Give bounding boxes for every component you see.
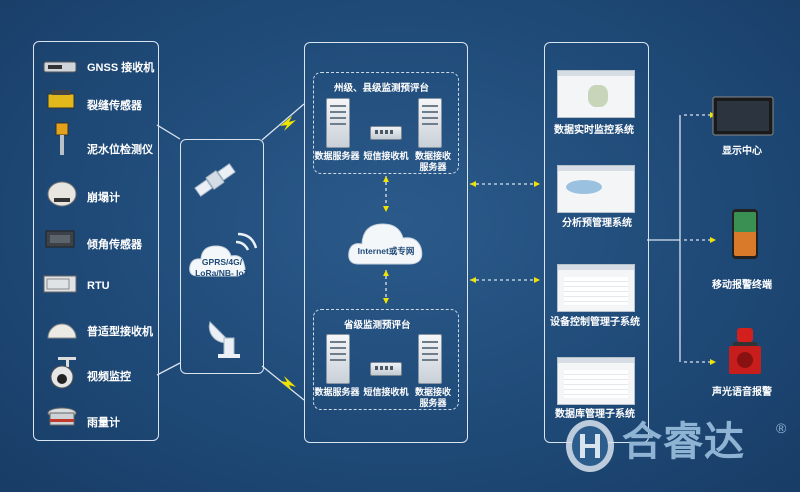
radar-tower-icon [208, 321, 240, 358]
brand-logo-icon [566, 420, 614, 472]
monitor-icon [712, 96, 774, 136]
cloud-signal-icon [189, 232, 258, 277]
device-label-tilt-sensor: 倾角传感器 [87, 239, 142, 251]
internet-cloud-icon [348, 223, 423, 265]
device-label-rtu: RTU [87, 280, 110, 292]
platform-top-item-label: 数据接收 服务器 [414, 151, 451, 172]
server-icon [418, 98, 442, 148]
database-screenshot [557, 357, 635, 405]
devices-panel [33, 41, 159, 441]
rain-gauge-icon [47, 407, 77, 426]
tilt-sensor-icon [45, 230, 75, 248]
platform-bottom-title: 省级监测预评台 [344, 320, 411, 331]
device-label-collapse-meter: 崩塌计 [87, 192, 120, 204]
platform-bottom-item-label: 短信接收机 [363, 387, 409, 397]
crack-sensor-icon [47, 90, 75, 109]
brand-name: 合睿达 [622, 420, 745, 464]
device-label-gnss: GNSS 接收机 [87, 62, 155, 74]
platform-top-item-label: 短信接收机 [363, 151, 409, 161]
server-icon [326, 334, 350, 384]
platform-panel [304, 42, 468, 443]
monitoring-screenshot [557, 70, 635, 118]
sms-receiver-icon [370, 126, 402, 140]
device-label-rain-gauge: 雨量计 [87, 417, 120, 429]
system-label: 分析预管理系统 [562, 218, 632, 229]
mobile-phone-icon [732, 209, 758, 259]
sms-receiver-icon [370, 362, 402, 376]
platform-bottom-item-label: 数据接收 服务器 [414, 387, 451, 408]
output-label: 声光语音报警 [712, 387, 772, 398]
system-label: 数据库管理子系统 [555, 409, 635, 420]
device-label-mud-level: 泥水位检测仪 [87, 144, 153, 156]
device-control-screenshot [557, 264, 635, 312]
system-label: 设备控制管理子系统 [550, 317, 640, 328]
collapse-meter-icon [47, 181, 77, 207]
platform-top-item-label: 数据服务器 [314, 151, 360, 161]
platform-top-title: 州级、县级监测预评台 [334, 83, 430, 94]
comm-label: GPRS/4G/ LoRa/NB- IoT [195, 257, 249, 278]
platform-bottom-group [313, 309, 459, 410]
comm-panel [180, 139, 264, 374]
internet-label: Internet或专网 [357, 246, 415, 256]
platform-bottom-item-label: 数据服务器 [314, 387, 360, 397]
device-label-universal-receiver: 普适型接收机 [87, 326, 153, 338]
alarm-siren-icon [729, 328, 761, 374]
analysis-screenshot [557, 165, 635, 213]
video-camera-icon [50, 357, 76, 389]
output-label: 移动报警终端 [712, 280, 772, 291]
rtu-icon [43, 275, 77, 293]
system-label: 数据实时监控系统 [554, 125, 634, 136]
server-icon [326, 98, 350, 148]
device-label-crack-sensor: 裂缝传感器 [87, 100, 142, 112]
platform-top-group [313, 72, 459, 174]
brand-registered-mark: ® [776, 420, 787, 436]
device-label-video: 视频监控 [87, 371, 131, 383]
server-icon [418, 334, 442, 384]
mud-level-meter-icon [55, 122, 69, 155]
gnss-receiver-icon [43, 61, 77, 73]
universal-receiver-icon [47, 323, 77, 339]
output-label: 显示中心 [722, 146, 762, 157]
satellite-icon [194, 163, 236, 197]
